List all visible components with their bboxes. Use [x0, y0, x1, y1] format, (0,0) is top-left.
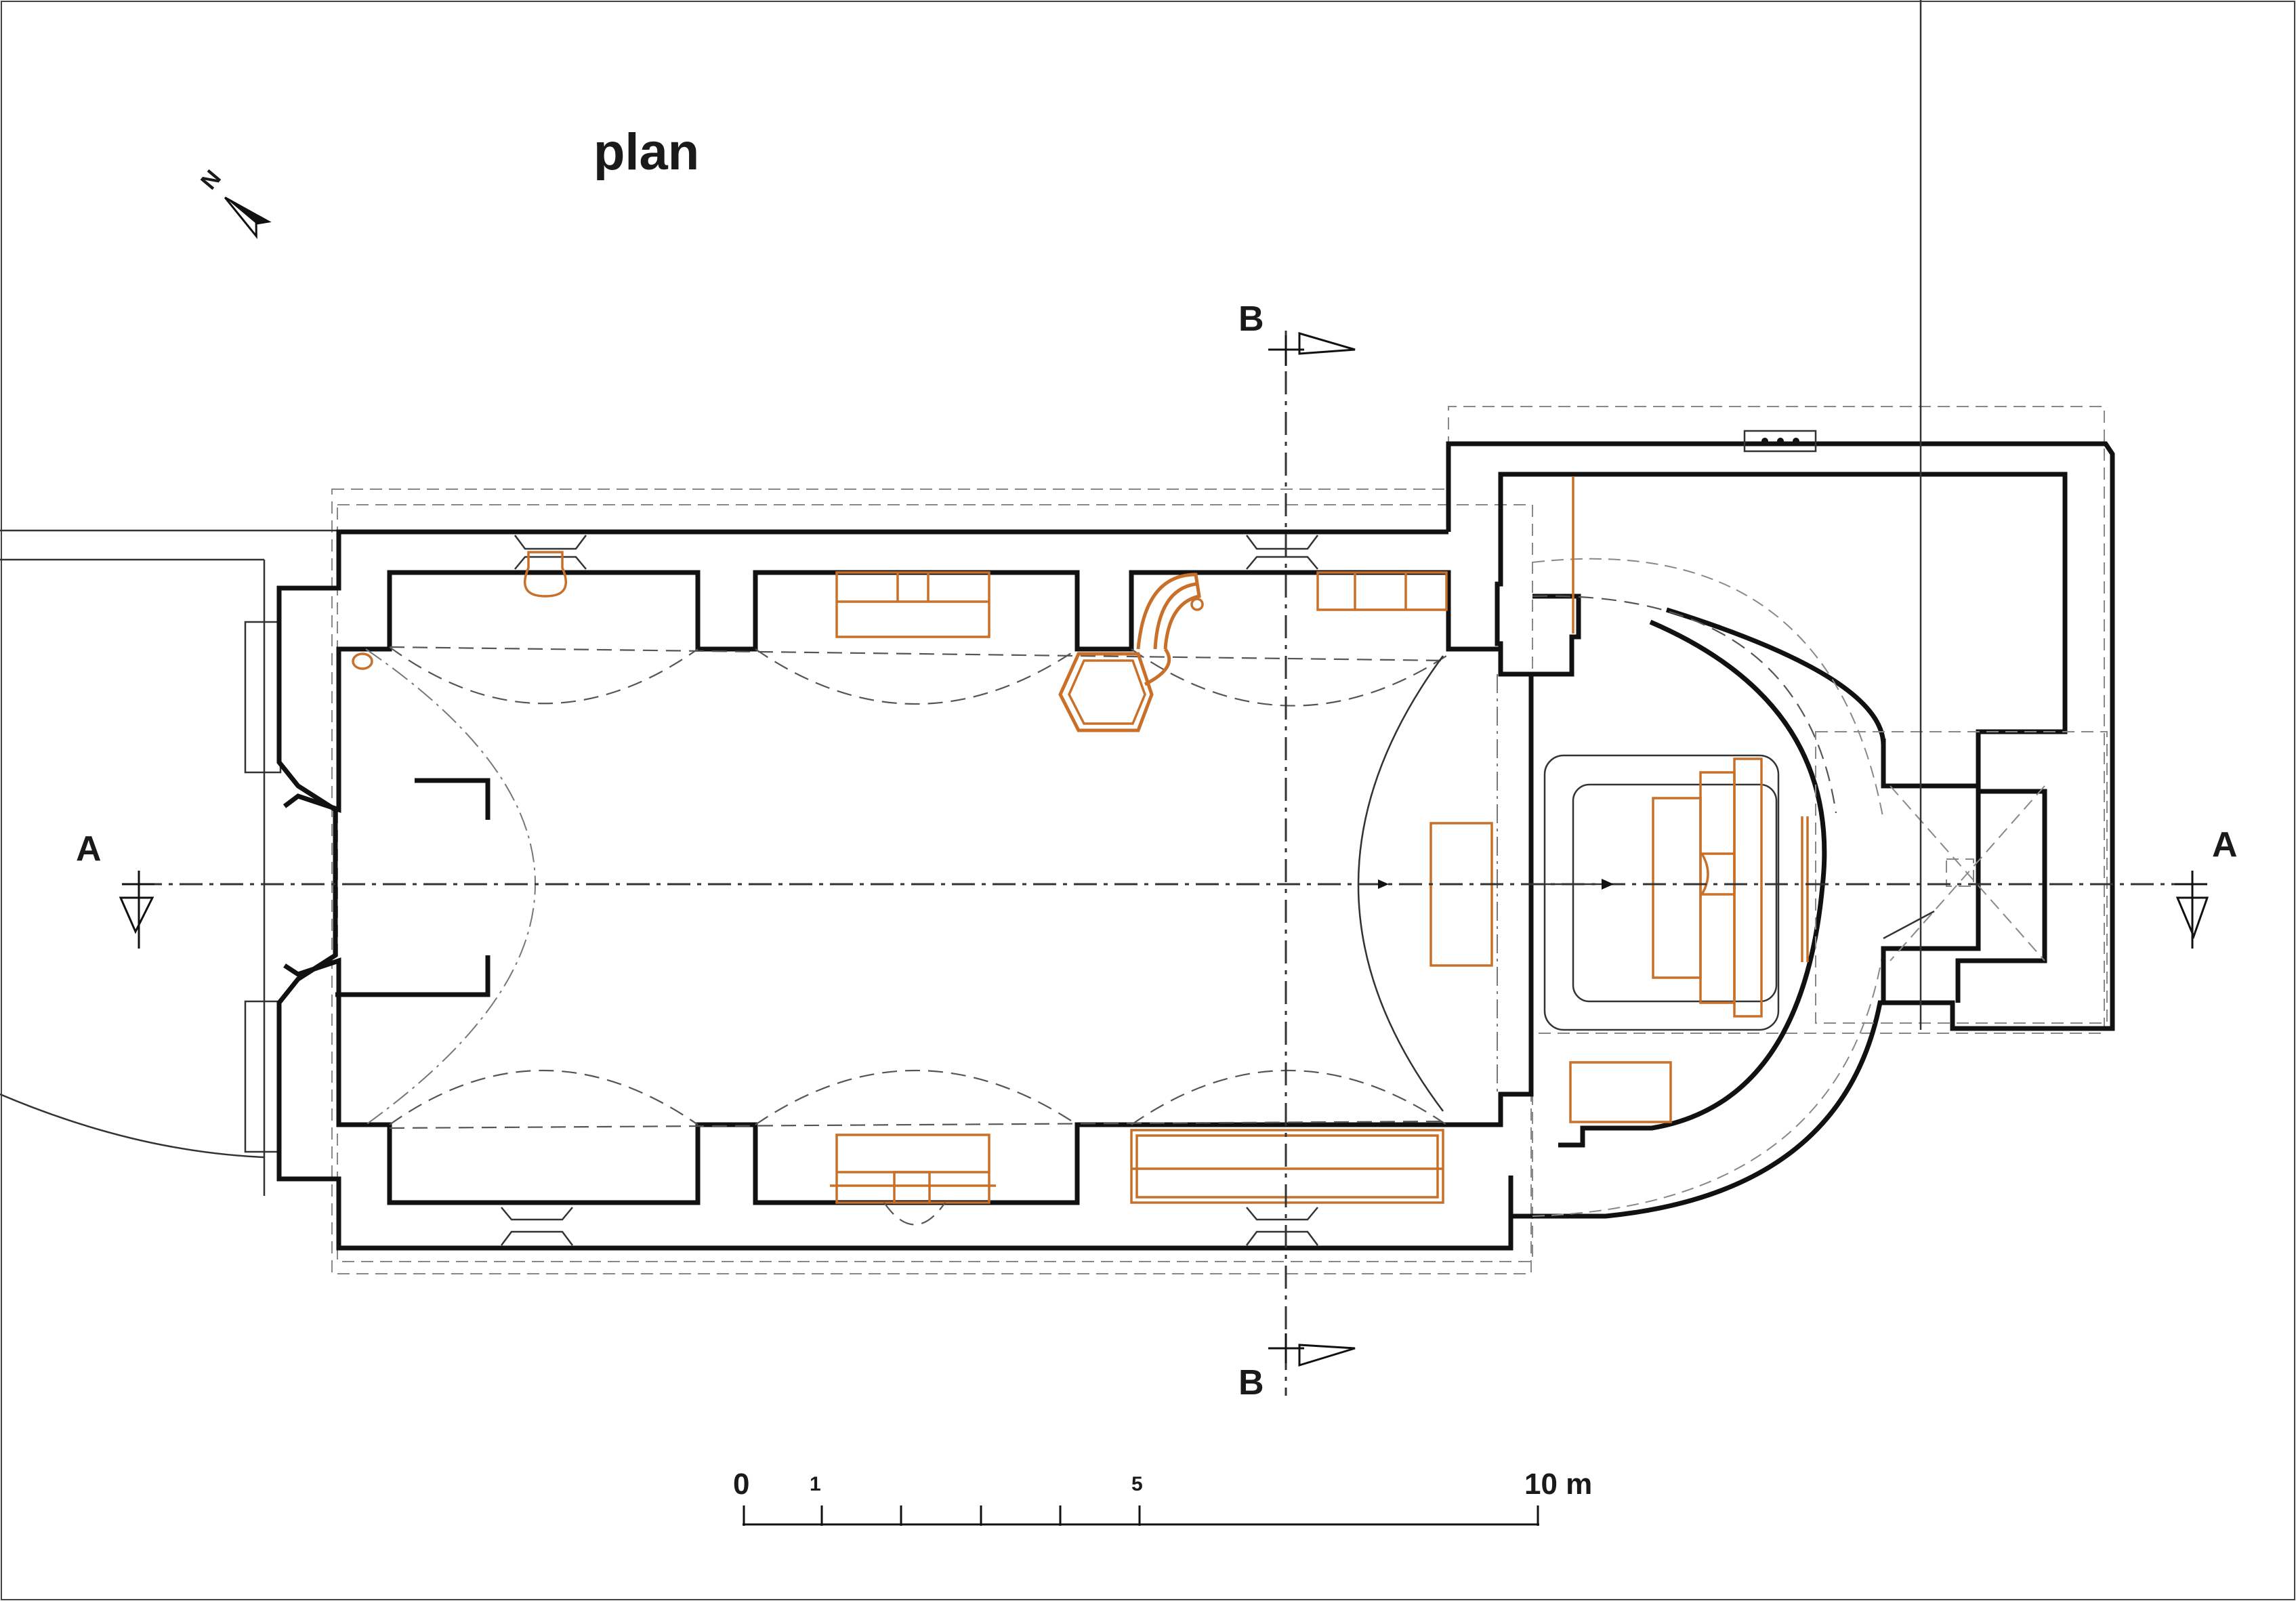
garden-arc	[0, 1093, 265, 1159]
window-sacristy	[1743, 430, 1817, 453]
holy-water-stoup	[352, 652, 373, 670]
section-b-bottom-label: B	[1238, 1363, 1264, 1402]
scale-label-1: 1	[810, 1473, 821, 1495]
nave-altar-table	[1429, 822, 1493, 967]
direction-arrow-icon	[1883, 910, 1935, 940]
scale-label-5: 5	[1131, 1473, 1143, 1495]
scale-label-0: 0	[733, 1468, 749, 1501]
direction-arrow-icon	[1378, 879, 1389, 889]
apse-outer-wall	[1665, 607, 1886, 746]
nave-outer-wall	[276, 529, 1514, 1251]
scale-label-10: 10 m	[1524, 1468, 1592, 1501]
plan-title: plan	[593, 123, 699, 181]
altar-step-inner	[1572, 783, 1778, 1003]
north-arrow-icon	[224, 196, 272, 239]
credence-table	[1569, 1061, 1672, 1123]
entry-jamb	[283, 957, 341, 996]
gallery-support	[415, 778, 490, 820]
vault-arc	[389, 646, 698, 705]
gallery-support	[335, 955, 490, 997]
tower-diag	[1890, 785, 2045, 961]
apse-vault	[1532, 558, 1884, 820]
apse-inner-wall	[1558, 619, 1827, 1148]
pulpit-stair	[1058, 573, 1204, 732]
section-a-left-marker	[119, 871, 154, 949]
vault-arc	[1131, 648, 1447, 707]
font	[524, 551, 567, 598]
section-a-left-label: A	[76, 829, 102, 869]
bench-north-1	[835, 571, 990, 638]
window-north-1	[514, 535, 587, 570]
window-north-2	[1246, 535, 1318, 570]
vault-arc	[755, 1069, 1078, 1125]
vault-arc	[755, 648, 1078, 705]
east-niche	[1881, 739, 1981, 1003]
apse-vault	[1532, 948, 1884, 1217]
chancel-outer-wall	[1446, 441, 2115, 1219]
sacristy-wall	[1495, 472, 2068, 1003]
vault-arc-west	[365, 648, 536, 1125]
section-b-top-label: B	[1238, 299, 1264, 339]
apse-wall	[1532, 594, 1581, 677]
section-b-top-marker	[1268, 331, 1356, 366]
porch-buttress	[244, 1000, 282, 1153]
vault-line	[389, 1120, 1447, 1129]
altar-step-outer	[1543, 754, 1780, 1031]
apse-vault	[1532, 595, 1837, 814]
main-altar	[1652, 757, 1809, 1018]
vault-arc	[1131, 1069, 1447, 1125]
north-label: N	[196, 165, 226, 194]
tower-inner	[1946, 858, 1974, 887]
vault-arc	[389, 1070, 698, 1125]
bench-south-2	[1130, 1129, 1444, 1204]
entry-jamb	[283, 776, 341, 813]
direction-arrow-icon	[1602, 879, 1614, 890]
section-a-right-label: A	[2212, 825, 2238, 865]
east-tower-outline	[1815, 731, 2108, 1024]
window-south-1	[501, 1207, 573, 1246]
porch-buttress	[244, 621, 282, 774]
eaves-outline	[331, 406, 2105, 1274]
section-b-bottom-marker	[1268, 1333, 1356, 1367]
nave-inner-wall	[336, 570, 1534, 1205]
scale-bar	[743, 1505, 1539, 1526]
bench-south-1	[830, 1134, 996, 1204]
section-a-right-marker	[2175, 871, 2209, 949]
pier-base	[883, 1202, 946, 1226]
bench-north-2	[1316, 571, 1448, 611]
window-south-2	[1246, 1207, 1318, 1246]
vault-line	[389, 646, 1447, 662]
